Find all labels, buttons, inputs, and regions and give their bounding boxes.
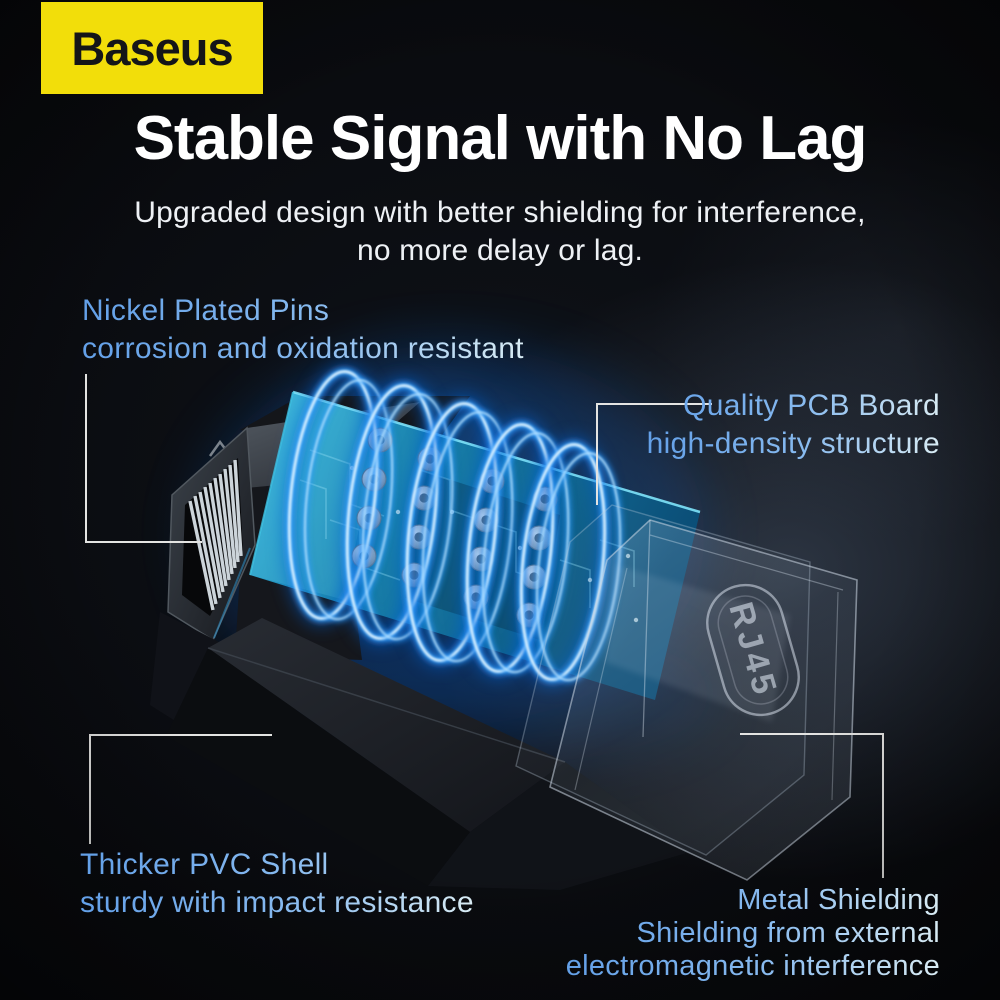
baseus-logo: Baseus [41, 2, 263, 94]
callout-shield-title: Metal Shielding [737, 884, 940, 916]
callout-nickel-pins: Nickel Plated Pins corrosion and oxidati… [82, 292, 524, 368]
subtitle-line-1: Upgraded design with better shielding fo… [134, 196, 866, 229]
nickel-pins [188, 459, 243, 611]
callout-shield-desc-2: electromagnetic interference [565, 950, 940, 982]
callout-line-shield [740, 733, 884, 878]
callout-shield-desc-1: Shielding from external [636, 917, 940, 949]
metal-shield-shell: RJ45 [515, 504, 858, 881]
callout-pcb-desc: high-density structure [646, 427, 940, 460]
emi-ring [281, 363, 395, 627]
callout-line-pvc [89, 734, 272, 844]
callout-pvc-shell: Thicker PVC Shell sturdy with impact res… [80, 846, 474, 922]
callout-lines [85, 374, 884, 878]
subtitle: Upgraded design with better shielding fo… [0, 194, 1000, 270]
callout-nickel-desc: corrosion and oxidation resistant [82, 332, 524, 365]
emi-ring [513, 436, 623, 688]
callout-line-nickel [85, 374, 202, 543]
pvc-shell-bottom [166, 618, 690, 890]
callout-nickel-title: Nickel Plated Pins [82, 294, 330, 327]
emi-ring [459, 416, 571, 680]
callout-line-pcb [596, 403, 712, 505]
emi-rings [281, 363, 623, 688]
callout-pcb-title: Quality PCB Board [683, 389, 940, 422]
callout-pvc-desc: sturdy with impact resistance [80, 886, 474, 919]
callout-pcb-board: Quality PCB Board high-density structure [647, 387, 940, 463]
baseus-logo-text: Baseus [71, 21, 233, 75]
callout-metal-shielding: Metal Shielding Shielding from external … [566, 884, 940, 983]
emi-ring [339, 377, 455, 647]
page-title: Stable Signal with No Lag [133, 104, 868, 173]
callout-pvc-title: Thicker PVC Shell [80, 848, 329, 881]
emi-ring [399, 395, 515, 669]
subtitle-line-2: no more delay or lag. [356, 234, 644, 267]
